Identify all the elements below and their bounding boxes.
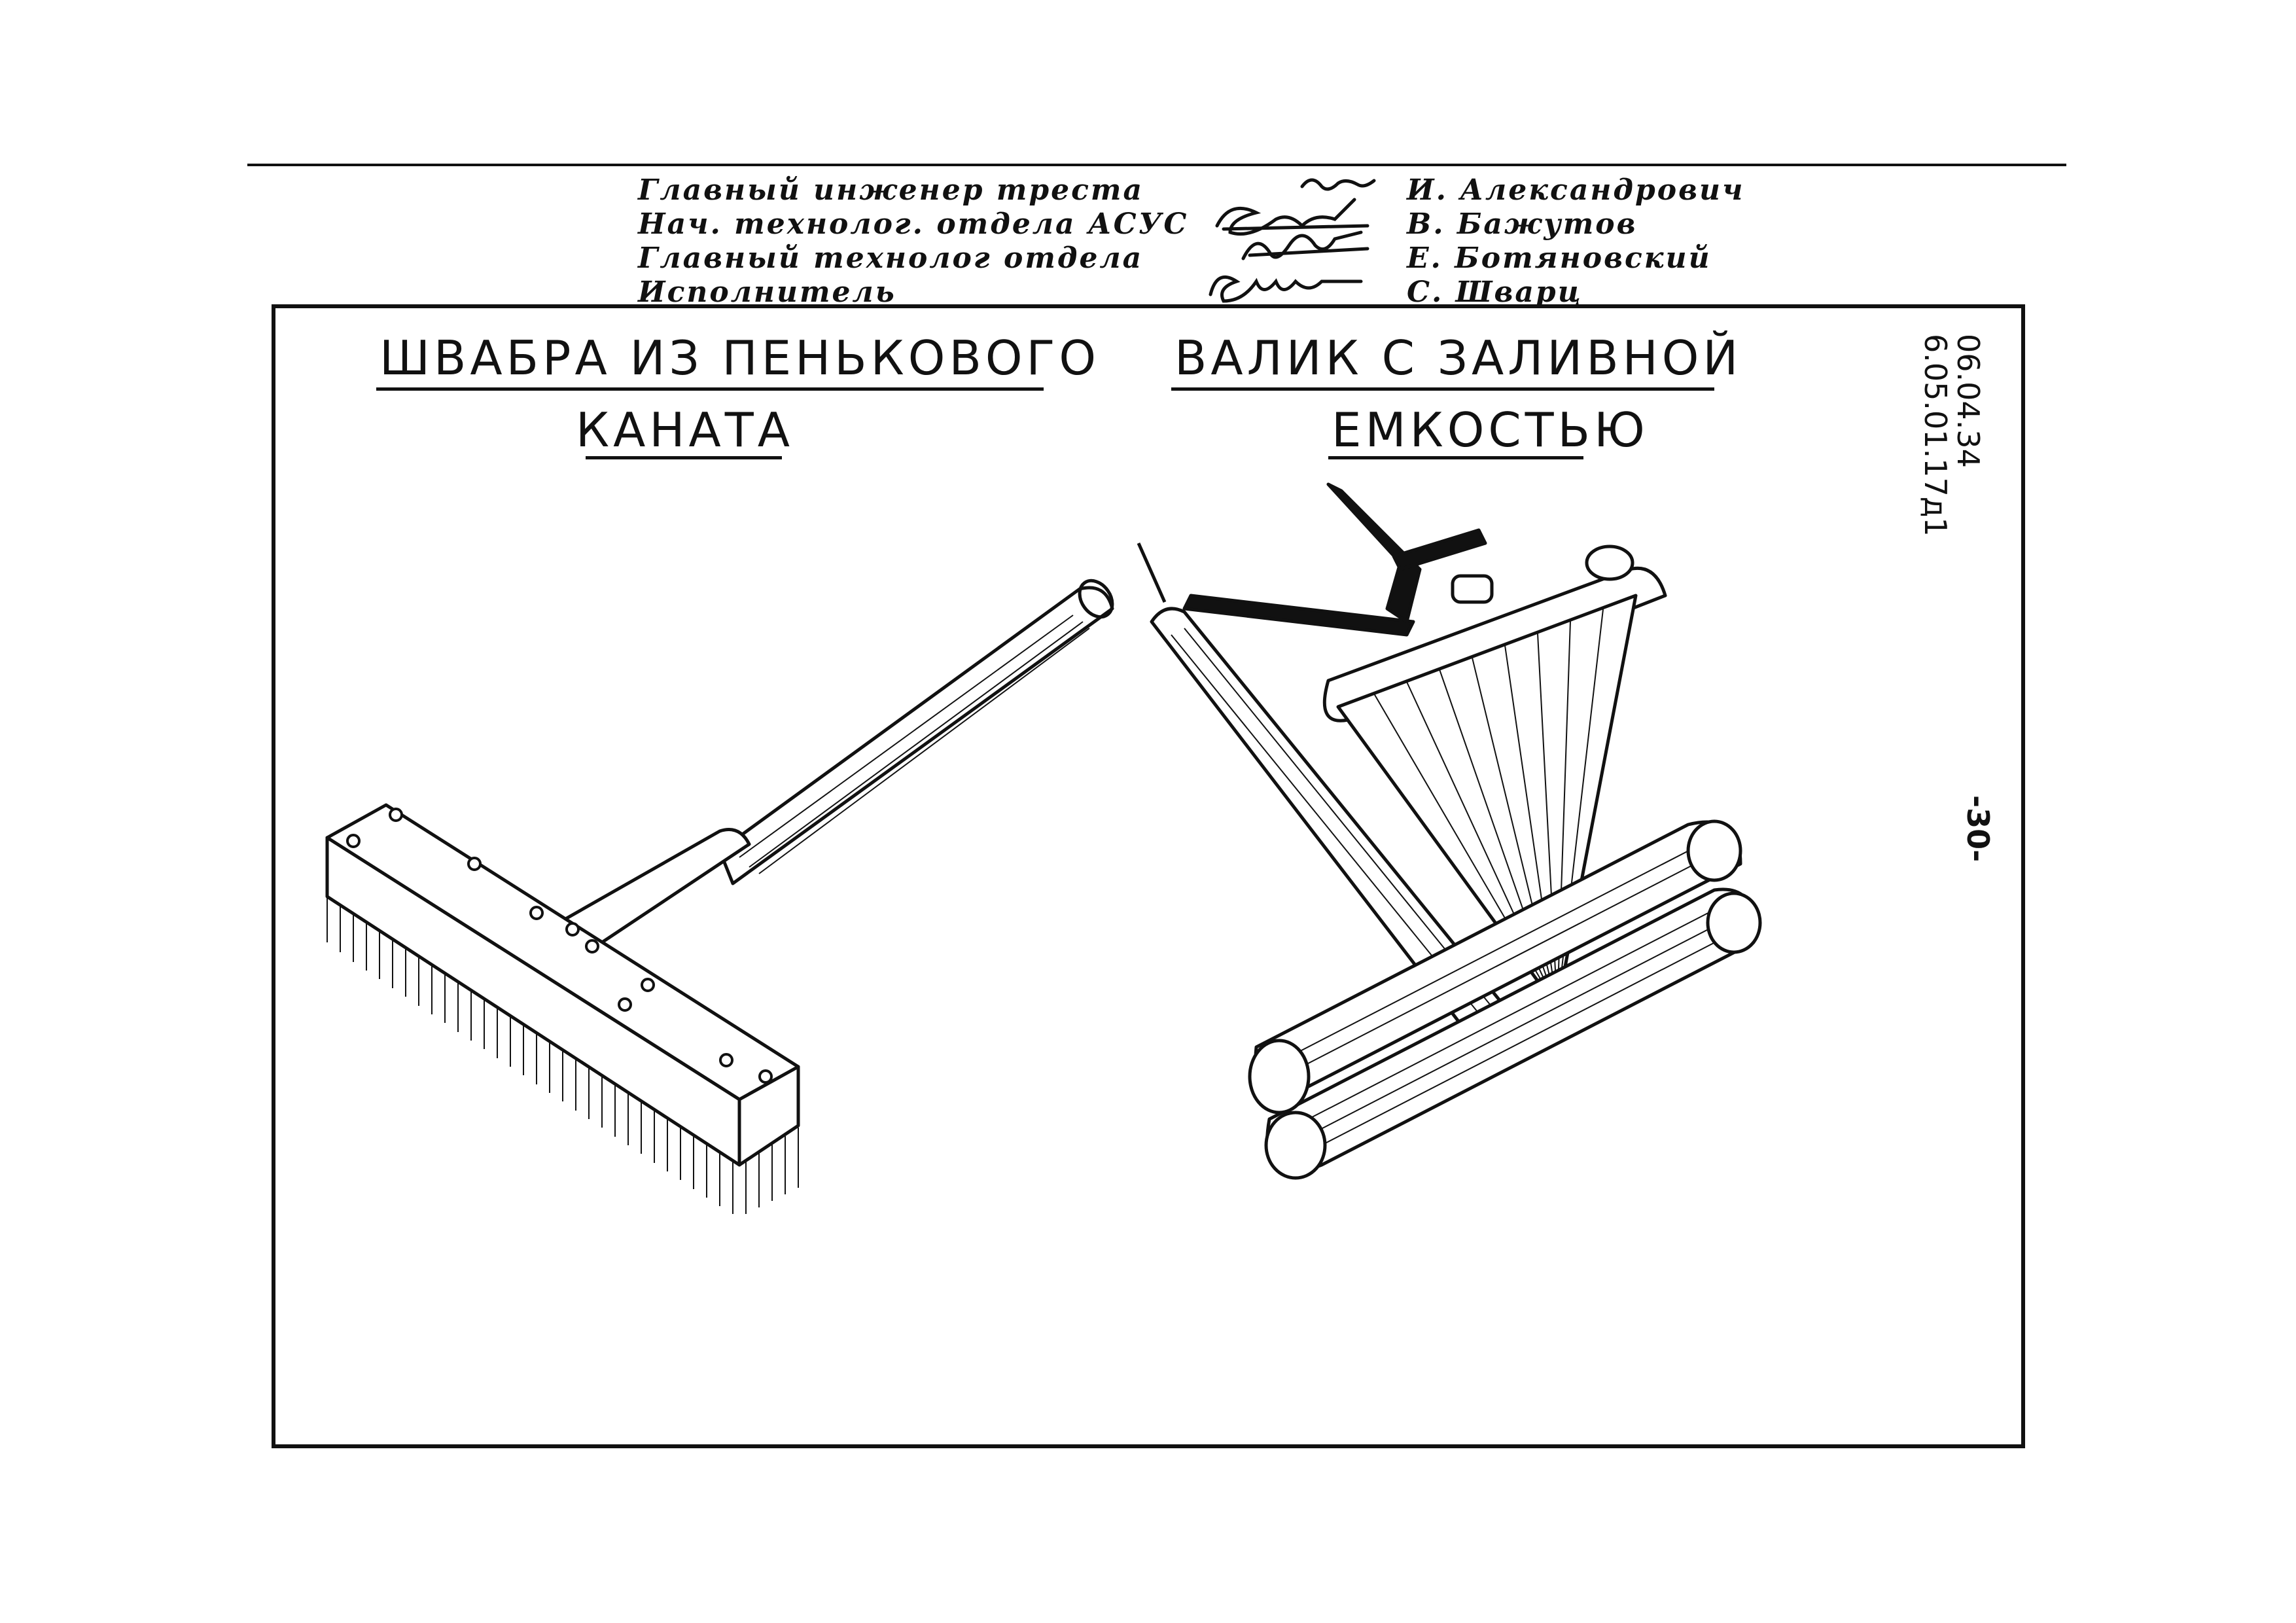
mop-handle [718,586,1114,885]
mop-block-side [737,1065,800,1167]
reservoir-ribs [1373,609,1604,1008]
role-chief-technologist: Главный технолог отдела [638,241,1144,275]
page-number: -30- [1960,795,1996,863]
mop-handle-end [1078,579,1114,619]
roller-end-2 [1264,1111,1327,1180]
approval-names: И. Александрович В. Бажутов Е. Ботяновск… [1407,173,1744,310]
roller-bolt [1392,528,1487,571]
mop-screws [346,808,773,1084]
signature-1 [1300,178,1376,191]
name-1: И. Александрович [1407,173,1745,207]
left-figure-title-line2: КАНАТА [576,402,794,457]
left-figure-title-line1: ШВАБРА ИЗ ПЕНЬКОВОГО [380,330,1101,385]
mop-bristles [327,897,799,1214]
role-executor: Исполнитель [638,276,896,309]
signature-4 [1209,275,1363,303]
role-head-tech-dept: Нач. технолог. отдела АСУС [638,207,1189,241]
roller-end-3 [1686,819,1742,882]
name-4: С. Шварц [1407,276,1583,309]
roller-texture [1282,844,1735,1152]
drawing-frame [272,304,2025,1448]
right-figure-title-line2: ЕМКОСТЬЮ [1332,402,1649,457]
approval-roles: Главный инженер треста Нач. технолог. от… [638,173,1188,310]
left-title-underline-2 [586,456,782,459]
sheet-code-line1: 06.04.34 [1951,334,1986,468]
roller-top-tube-cap [1585,544,1634,581]
right-figure-title-line1: ВАЛИК С ЗАЛИВНОЙ [1174,330,1742,385]
right-title-underline-1 [1171,387,1714,391]
roller-bolt-nut [1451,574,1494,604]
signature-3 [1241,230,1369,260]
left-title-underline-1 [376,387,1044,391]
roller-handle-tip [1137,542,1167,603]
signature-2 [1215,198,1369,236]
roller-illustration [1137,482,1762,1180]
mop-illustration [325,579,1114,1214]
signatures [1209,178,1376,303]
roller-end-1 [1248,1039,1311,1115]
role-chief-engineer: Главный инженер треста [638,173,1144,207]
sheet-code-line2: 6.05.01.17д1 [1918,334,1953,537]
right-title-underline-2 [1328,456,1583,459]
name-3: Е. Ботяновский [1407,241,1712,275]
header-rule [247,164,2066,166]
roller-end-4 [1706,891,1762,954]
roller-link-arm [1182,594,1415,637]
name-2: В. Бажутов [1407,207,1638,241]
